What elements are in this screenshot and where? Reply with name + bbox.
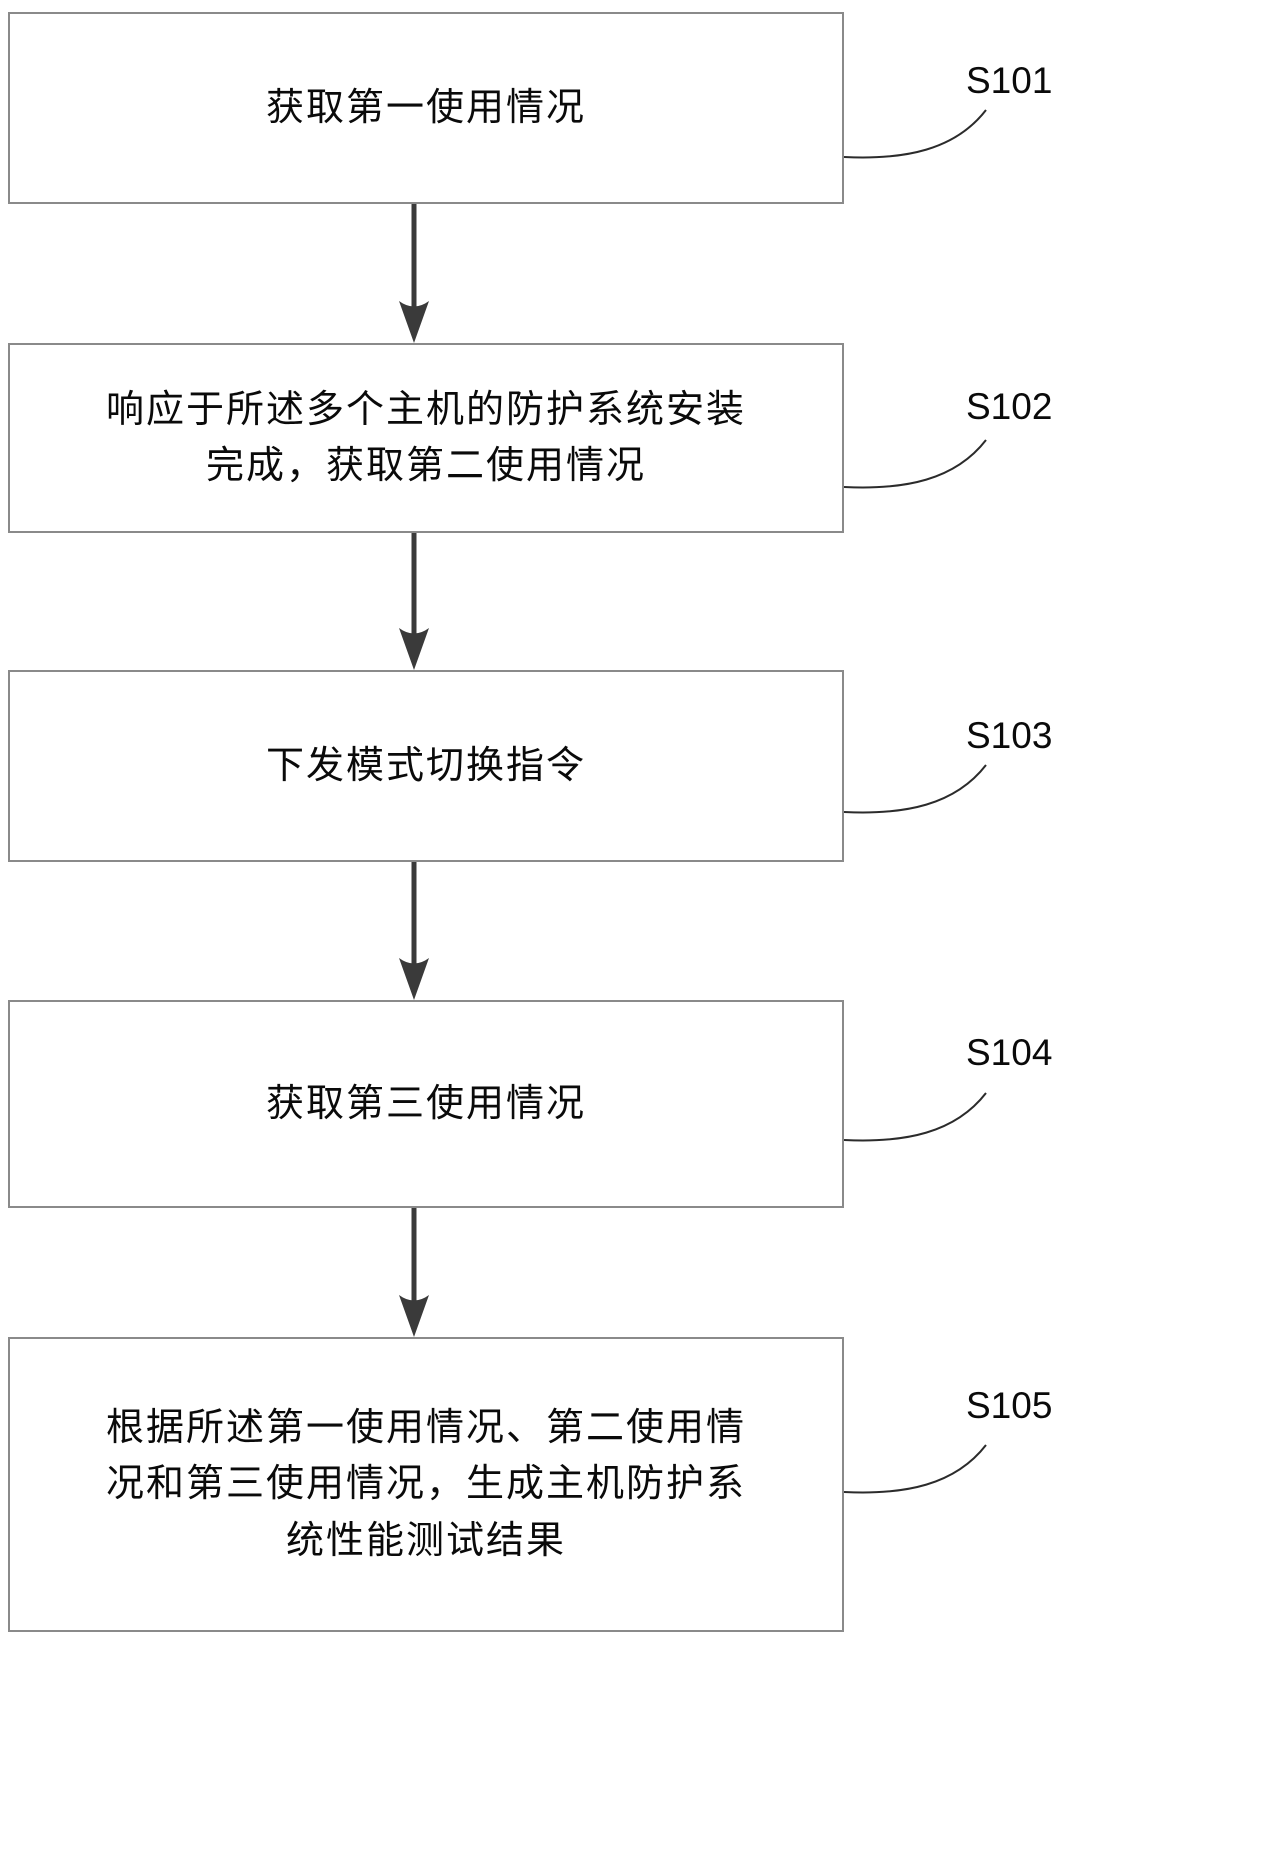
leader-s102 (843, 439, 987, 489)
flow-box-s105-text: 根据所述第一使用情况、第二使用情 况和第三使用情况，生成主机防护系 统性能测试结… (105, 1407, 746, 1562)
flow-box-s104[interactable]: 获取第三使用情况 (8, 1000, 844, 1208)
leader-s104 (843, 1092, 987, 1142)
step-label-s102: S102 (966, 386, 1053, 427)
flow-box-s104-text: 获取第三使用情况 (265, 1082, 586, 1125)
arrow-s101-s102-head (399, 301, 429, 343)
leader-s105 (843, 1444, 987, 1494)
step-label-s104: S104 (966, 1032, 1053, 1073)
arrow-s103-s104-head (399, 958, 429, 1000)
leader-s101 (843, 109, 987, 159)
arrow-s102-s103-head (399, 628, 429, 670)
flow-box-s103-text: 下发模式切换指令 (265, 744, 586, 787)
flow-box-s105[interactable]: 根据所述第一使用情况、第二使用情 况和第三使用情况，生成主机防护系 统性能测试结… (8, 1337, 844, 1632)
step-label-s101: S101 (966, 60, 1053, 101)
arrow-s104-s105-head (399, 1295, 429, 1337)
flow-box-s103[interactable]: 下发模式切换指令 (8, 670, 844, 862)
step-label-s103: S103 (966, 715, 1053, 756)
step-label-s105: S105 (966, 1385, 1053, 1426)
flow-box-s101[interactable]: 获取第一使用情况 (8, 12, 844, 204)
flow-box-s102[interactable]: 响应于所述多个主机的防护系统安装 完成，获取第二使用情况 (8, 343, 844, 533)
leader-s103 (843, 764, 987, 814)
flow-box-s102-text: 响应于所述多个主机的防护系统安装 完成，获取第二使用情况 (105, 388, 746, 487)
flow-box-s101-text: 获取第一使用情况 (265, 86, 586, 129)
leader-line-group (843, 109, 987, 1494)
